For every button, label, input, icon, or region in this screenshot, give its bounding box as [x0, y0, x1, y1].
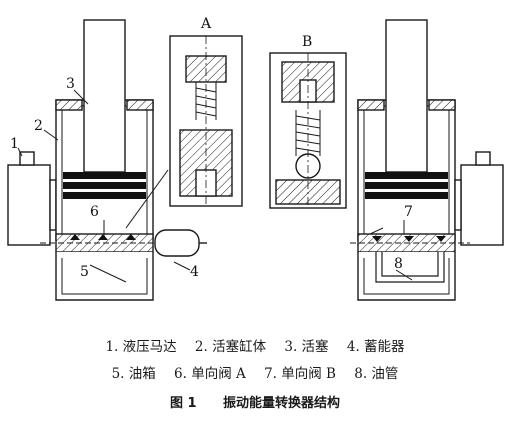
- callout-cylinder: 2: [34, 118, 43, 134]
- figure-title: 振动能量转换器结构: [223, 396, 341, 411]
- legend-item: 3. 活塞: [284, 339, 329, 355]
- detail-label-a: A: [200, 16, 212, 32]
- callout-tank: 5: [80, 264, 89, 280]
- piston-rod-right: [385, 19, 428, 173]
- callout-motor: 1: [10, 136, 19, 152]
- check-valve-b-detail: [269, 52, 347, 209]
- oil-pipe: [375, 252, 445, 283]
- figure-number: 图 1: [169, 396, 197, 411]
- callout-piston: 3: [66, 76, 75, 92]
- energy-converter-diagram: 1 2 3 4 5 6 7 8 A B: [7, 16, 504, 301]
- legend-row-2: 5. 油箱 6. 单向阀 A 7. 单向阀 B 8. 油管: [0, 362, 510, 382]
- legend-item: 8. 油管: [354, 366, 399, 382]
- callout-check-valve-b: 7: [404, 204, 413, 220]
- piston-rings-left: [63, 172, 146, 199]
- accumulator: [154, 229, 200, 257]
- piston-rod-left: [83, 19, 126, 173]
- legend-item: 6. 单向阀 A: [174, 366, 246, 382]
- callout-accumulator: 4: [190, 264, 199, 280]
- oil-tank-left: [55, 252, 154, 301]
- callout-check-valve-a: 6: [90, 204, 99, 220]
- legend-item: 2. 活塞缸体: [194, 339, 267, 355]
- figure-caption: 图 1 振动能量转换器结构: [0, 392, 510, 411]
- left-assembly: [7, 19, 207, 301]
- callout-oil-pipe: 8: [394, 256, 403, 272]
- legend-row-1: 1. 液压马达 2. 活塞缸体 3. 活塞 4. 蓄能器: [0, 335, 510, 355]
- legend-item: 7. 单向阀 B: [264, 366, 336, 382]
- hydraulic-motor-right: [460, 164, 504, 246]
- legend-item: 1. 液压马达: [105, 339, 177, 355]
- right-assembly: [350, 19, 504, 301]
- hydraulic-motor-left: [7, 164, 51, 246]
- legend-item: 5. 油箱: [111, 366, 156, 382]
- detail-label-b: B: [302, 34, 312, 50]
- legend-item: 4. 蓄能器: [346, 339, 405, 355]
- check-valve-a-detail: [169, 35, 243, 207]
- leader-lines: [17, 89, 413, 283]
